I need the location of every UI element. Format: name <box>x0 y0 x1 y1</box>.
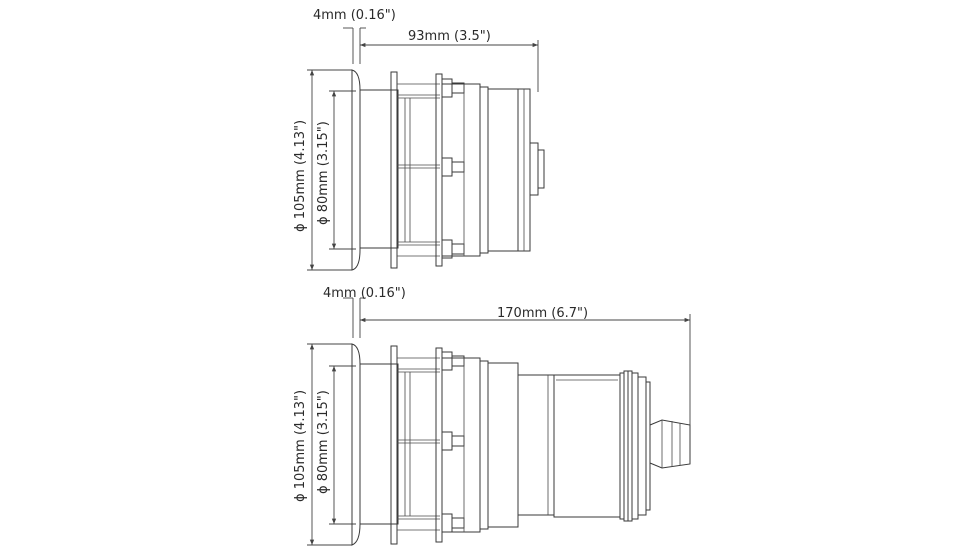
bottom-inner-diameter-label: ϕ 80mm (3.15") <box>316 390 331 494</box>
top-overall-length-label: 93mm (3.5") <box>408 29 491 44</box>
top-outer-diameter-label: ϕ 105mm (4.13") <box>293 120 308 232</box>
bottom-outer-diameter-label: ϕ 105mm (4.13") <box>293 390 308 502</box>
bottom-fixture-drawing: 4mm (0.16") 170mm (6.7") ϕ 105mm (4.13")… <box>293 286 691 546</box>
top-inner-diameter-label: ϕ 80mm (3.15") <box>316 121 331 225</box>
top-flange-thickness-label: 4mm (0.16") <box>313 8 396 23</box>
top-fixture-drawing: 4mm (0.16") 93mm (3.5") ϕ 105mm (4.13") … <box>293 8 545 271</box>
bottom-flange-thickness-label: 4mm (0.16") <box>323 286 406 301</box>
bottom-overall-length-label: 170mm (6.7") <box>497 306 588 321</box>
